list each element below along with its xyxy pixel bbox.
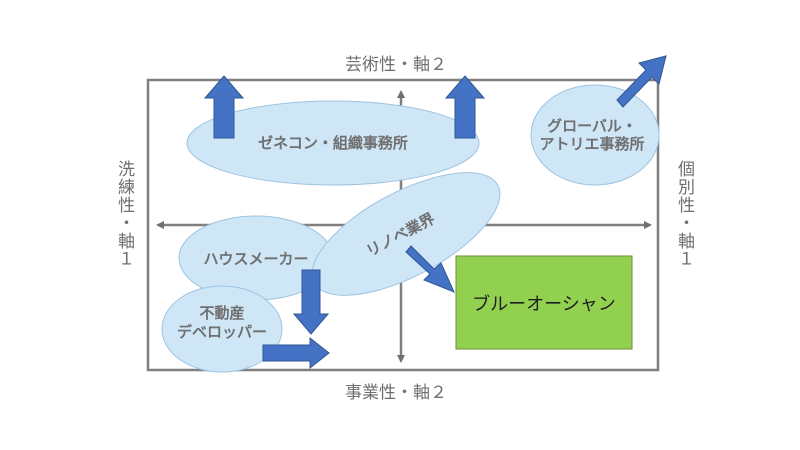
- down-arrow-house-maker: [292, 269, 330, 335]
- global-atelier-label-1: グローバル・: [547, 117, 637, 135]
- general-contractor-bubble: [186, 100, 480, 186]
- blue-ocean-box: [455, 255, 633, 350]
- right-arrow-developer: [262, 336, 330, 370]
- global-atelier-bubble: [530, 84, 660, 186]
- house-maker-label: ハウスメーカー: [203, 250, 308, 268]
- blue-ocean-label: ブルーオーシャン: [472, 293, 616, 315]
- up-arrow-right: [444, 75, 486, 139]
- right-axis-label: 個別性・軸１: [674, 160, 694, 268]
- diagonal-arrow-global: [616, 55, 667, 108]
- developer-bubble: [161, 285, 283, 373]
- bottom-axis-label: 事業性・軸２: [345, 383, 447, 403]
- global-atelier-label-2: アトリエ事務所: [539, 135, 644, 153]
- developer-label-2: デベロッパー: [177, 323, 267, 341]
- map-frame: [146, 78, 660, 372]
- diagonal-arrow-renovation: [405, 245, 455, 293]
- general-contractor-label: ゼネコン・組織事務所: [258, 134, 408, 152]
- up-arrow-left: [203, 75, 245, 139]
- top-axis-label: 芸術性・軸２: [345, 55, 447, 75]
- left-axis-label: 洗練性・軸１: [114, 160, 134, 268]
- developer-label-1: 不動産: [199, 304, 244, 322]
